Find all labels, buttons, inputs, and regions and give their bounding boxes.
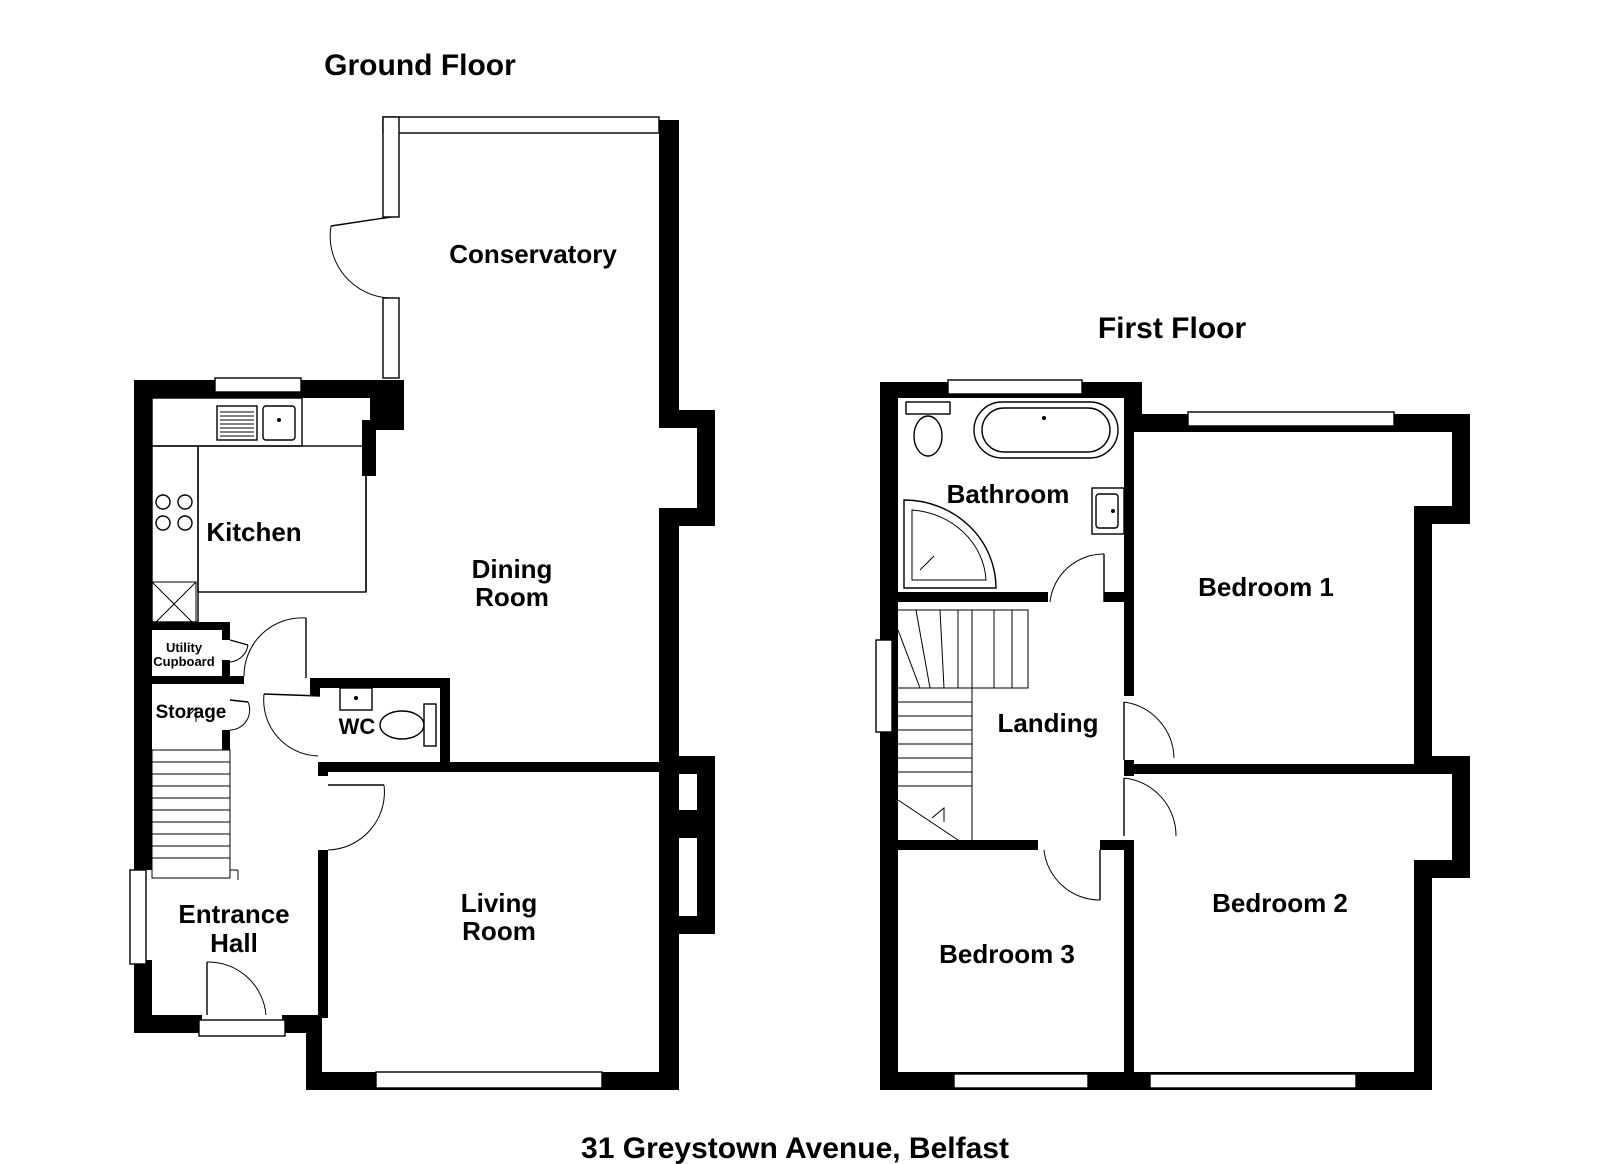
utility-label-line1: Utility (166, 640, 203, 655)
bedroom2-label: Bedroom 2 (1212, 888, 1348, 918)
first-windows (875, 379, 1395, 1089)
living-room-label-line2: Room (462, 916, 536, 946)
wc-label: WC (339, 714, 376, 739)
entrance-hall-label-line1: Entrance (178, 899, 289, 929)
bedroom3-door (1043, 849, 1101, 901)
ground-windows (129, 377, 603, 1089)
dining-room-label-line2: Room (475, 582, 549, 612)
living-room-label-line1: Living (461, 888, 538, 918)
bedroom1-label: Bedroom 1 (1198, 572, 1334, 602)
ground-floor-title: Ground Floor (324, 49, 516, 82)
living-room-door (327, 784, 385, 851)
first-floor-title: First Floor (1098, 312, 1247, 345)
hall-kitchen-door (243, 617, 307, 678)
conservatory-glazing (382, 116, 660, 379)
ground-floor-plan: Conservatory Kitchen Dining Room Utility… (129, 116, 715, 1090)
wc-fittings (339, 687, 437, 747)
bathroom-label: Bathroom (947, 479, 1070, 509)
ground-staircase (151, 706, 239, 880)
front-door (206, 961, 267, 1016)
bedroom1-door (1123, 701, 1175, 760)
entrance-hall-label-line2: Hall (210, 928, 258, 958)
storage-door (229, 699, 251, 731)
utility-door (229, 639, 249, 663)
bedroom3-label: Bedroom 3 (939, 939, 1075, 969)
first-staircase (897, 609, 1029, 841)
first-floor-plan: Bathroom Bedroom 1 Landing Bedroom 2 Bed… (875, 379, 1470, 1090)
bathroom-fittings (903, 401, 1125, 589)
conservatory-door (329, 216, 392, 299)
kitchen-label: Kitchen (206, 517, 301, 547)
bathroom-door (1049, 553, 1105, 603)
utility-label-line2: Cupboard (153, 654, 214, 669)
dining-room-label-line1: Dining (472, 554, 553, 584)
bedroom2-door (1123, 777, 1177, 837)
storage-label: Storage (156, 702, 227, 723)
kitchen-fittings (151, 397, 367, 627)
conservatory-label: Conservatory (449, 239, 617, 269)
address-caption: 31 Greystown Avenue, Belfast (581, 1132, 1009, 1164)
landing-label: Landing (997, 708, 1098, 738)
wc-door (263, 693, 321, 757)
